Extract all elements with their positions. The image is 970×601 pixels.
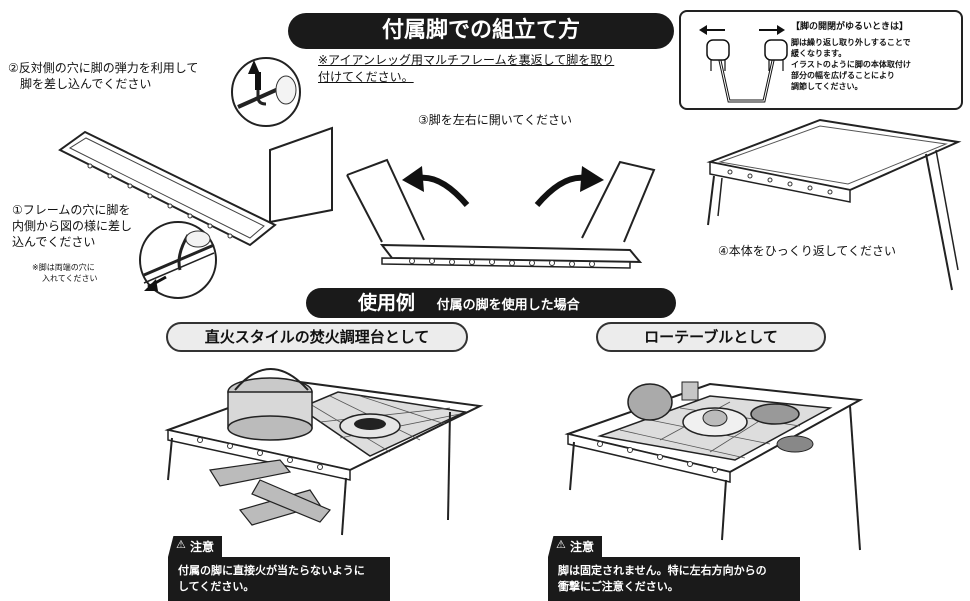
usage-right-label: ローテーブルとして [596,322,826,352]
step1-line-1: ①フレームの穴に脚を [12,203,131,217]
step2-line-2: 脚を差し込んでください [20,77,152,91]
step1-line-3: 込んでください [12,235,96,249]
warning-left-line-2: してください。 [178,580,255,593]
warning-right: ⚠ 注意 脚は固定されません。特に左右方向からの 衝撃にご注意ください。 [548,536,800,601]
step2-text: ②反対側の穴に脚の弾力を利用して 脚を差し込んでください [8,60,198,92]
tip-line-3: イラストのように脚の本体取付け [791,60,911,69]
usage-left-label: 直火スタイルの焚火調理台として [166,322,468,352]
low-table-illustration [564,381,864,551]
step1-text: ①フレームの穴に脚を 内側から図の様に差し 込んでください [12,202,132,250]
subtitle-note: ※アイアンレッグ用マルチフレームを裏返して脚を取り 付けてください。 [318,52,614,86]
legs-open-illustration [346,158,656,269]
warning-left-tag-label: 注意 [190,540,215,554]
table-flipped-illustration [706,118,962,291]
tip-box: 【脚の開閉がゆるいときは】 脚は繰り返し取り外しすることで 緩くなります。 イラ… [679,10,963,110]
tip-line-5: 調節してください。 [791,82,863,91]
step3-text: ③脚を左右に開いてください [418,113,573,127]
warning-right-tag-label: 注意 [570,540,595,554]
step4-text: ④本体をひっくり返してください [718,244,897,258]
step1-line-2: 内側から図の様に差し [12,219,133,233]
warning-right-tag: ⚠ 注意 [548,536,603,557]
warning-right-body: 脚は固定されません。特に左右方向からの 衝撃にご注意ください。 [548,557,800,601]
step1-note-line-2: 入れてください [42,274,98,283]
frame-flipped-illustration [58,126,333,247]
step1-zoom-circle [139,221,217,299]
tip-title: 【脚の開閉がゆるいときは】 [791,22,909,32]
subtitle-line-1: ※アイアンレッグ用マルチフレームを裏返して脚を取り [318,53,615,67]
warning-left-line-1: 付属の脚に直接火が当たらないように [178,564,365,577]
step2-zoom-circle [231,57,301,127]
warning-triangle-icon: ⚠ [176,538,186,551]
tip-line-4: 部分の幅を広げることにより [791,71,895,80]
step2-line-1: ②反対側の穴に脚の弾力を利用して [8,61,199,75]
fire-cooking-illustration [164,368,484,536]
warning-triangle-icon: ⚠ [556,538,566,551]
tip-line-1: 脚は繰り返し取り外しすることで [791,38,911,47]
tip-line-2: 緩くなります。 [791,49,847,58]
usage-title: 使用例 [358,292,416,314]
step1-note: ※脚は両端の穴に 入れてください [32,262,98,284]
usage-subtitle: 付属の脚を使用した場合 [436,298,580,313]
usage-banner: 使用例 付属の脚を使用した場合 [306,288,676,318]
warning-left: ⚠ 注意 付属の脚に直接火が当たらないように してください。 [168,536,390,601]
step1-note-line-1: ※脚は両端の穴に [32,263,95,272]
tip-text: 【脚の開閉がゆるいときは】 脚は繰り返し取り外しすることで 緩くなります。 イラ… [791,22,961,92]
warning-left-body: 付属の脚に直接火が当たらないように してください。 [168,557,390,601]
hands-adjust-illustration [699,25,788,103]
page-title: 付属脚での組立て方 [288,13,674,49]
warning-left-tag: ⚠ 注意 [168,536,223,557]
subtitle-line-2: 付けてください。 [318,70,414,84]
warning-right-line-1: 脚は固定されません。特に左右方向からの [558,564,767,577]
warning-right-line-2: 衝撃にご注意ください。 [558,580,679,593]
